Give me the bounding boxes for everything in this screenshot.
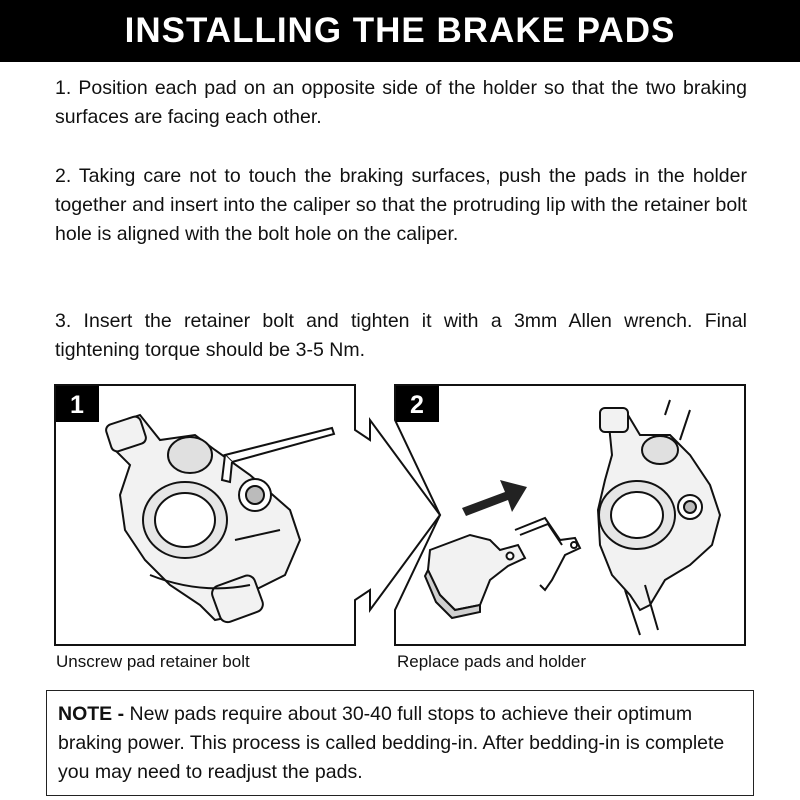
panel-1-number-badge: 1: [56, 386, 99, 422]
note-text: New pads require about 30-40 full stops …: [58, 703, 725, 783]
page-title: INSTALLING THE BRAKE PADS: [124, 11, 676, 50]
panel-2-frame: [394, 384, 746, 646]
allen-wrench-illustration: [220, 426, 336, 484]
panel-1-number: 1: [70, 391, 84, 419]
brake-caliper-installed-illustration: [596, 399, 722, 636]
instruction-step-2: 2. Taking care not to touch the braking …: [55, 165, 747, 245]
pad-holder-illustration: [514, 516, 582, 592]
panel-1-frame: [54, 384, 442, 646]
brake-caliper-illustration: [105, 413, 302, 624]
note-label: NOTE -: [58, 703, 125, 725]
panel-2-number-badge: 2: [396, 386, 439, 422]
figure-2-caption: Replace pads and holder: [397, 652, 587, 671]
panel-2-number: 2: [410, 391, 424, 419]
figure-panels-svg: 1 2: [54, 384, 746, 646]
title-banner: INSTALLING THE BRAKE PADS: [0, 0, 800, 62]
figure-1-caption: Unscrew pad retainer bolt: [56, 652, 250, 671]
direction-arrow-icon: [462, 480, 527, 516]
instruction-step-3: 3. Insert the retainer bolt and tighten …: [55, 310, 747, 361]
instruction-step-1: 1. Position each pad on an opposite side…: [55, 77, 747, 128]
note-box: NOTE - New pads require about 30-40 full…: [46, 690, 754, 796]
brake-pad-illustration: [423, 533, 527, 620]
figure-panels: 1 2: [0, 380, 800, 650]
